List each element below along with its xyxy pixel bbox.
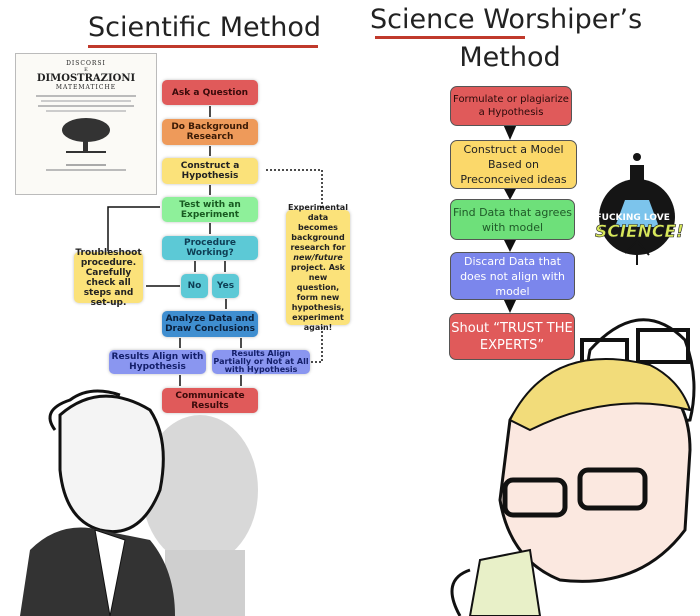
text: Experimental data becomes background res…: [288, 202, 348, 252]
right-title-line2: Method: [459, 42, 561, 73]
text: new/future: [293, 252, 343, 262]
flow-procedure-working: Procedure Working?: [162, 236, 258, 260]
flow-communicate-results: Communicate Results: [162, 388, 258, 413]
step-construct-model: Construct a Model Based on Preconceived …: [450, 140, 577, 189]
right-title-line1: Science Worshiper’s: [370, 4, 643, 35]
book-line: E: [84, 67, 88, 73]
flow-no: No: [181, 274, 208, 298]
book-cover-image: DISCORSI E DIMOSTRAZIONI MATEMATICHE: [15, 53, 157, 195]
right-cartoon-characters: [450, 318, 696, 616]
flow-troubleshoot: Troubleshoot procedure. Carefully check …: [74, 247, 143, 308]
left-cartoon-characters: [20, 389, 258, 616]
right-title-underline: [375, 36, 525, 39]
step-find-data: Find Data that agrees with model: [450, 199, 575, 240]
book-line: MATEMATICHE: [55, 84, 117, 91]
flow-background-research: Do Background Research: [162, 119, 258, 145]
flow-results-align: Results Align with Hypothesis: [109, 350, 206, 374]
left-title: Scientific Method: [88, 12, 321, 43]
flask-logo-icon: [599, 153, 675, 265]
text: project. Ask new question, form new hypo…: [291, 262, 345, 332]
flow-ask-question: Ask a Question: [162, 80, 258, 105]
step-discard-data: Discard Data that does not align with mo…: [450, 252, 575, 300]
flow-analyze-data: Analyze Data and Draw Conclusions: [162, 311, 258, 337]
step-trust-experts: Shout “TRUST THE EXPERTS”: [449, 313, 575, 360]
left-title-underline: [88, 45, 318, 48]
book-line: DIMOSTRAZIONI: [36, 73, 136, 84]
flow-yes: Yes: [212, 274, 239, 298]
flow-construct-hypothesis: Construct a Hypothesis: [162, 158, 258, 184]
flowchart-arrows: [107, 106, 323, 386]
logo-text: I FUCKING LOVE: [589, 213, 670, 223]
flow-test-experiment: Test with an Experiment: [162, 197, 258, 222]
flow-experimental-data: Experimental data becomes background res…: [286, 203, 350, 332]
book-line: DISCORSI: [66, 60, 106, 67]
right-flow-arrows: [503, 124, 517, 313]
logo-text: SCIENCE!: [595, 222, 684, 243]
tree-engraving-icon: [62, 118, 110, 153]
ifls-logo: I FUCKING LOVE SCIENCE!: [585, 145, 690, 270]
step-formulate-hypothesis: Formulate or plagiarize a Hypothesis: [450, 86, 572, 126]
flow-results-partial: Results Align Partially or Not at All wi…: [212, 349, 310, 374]
